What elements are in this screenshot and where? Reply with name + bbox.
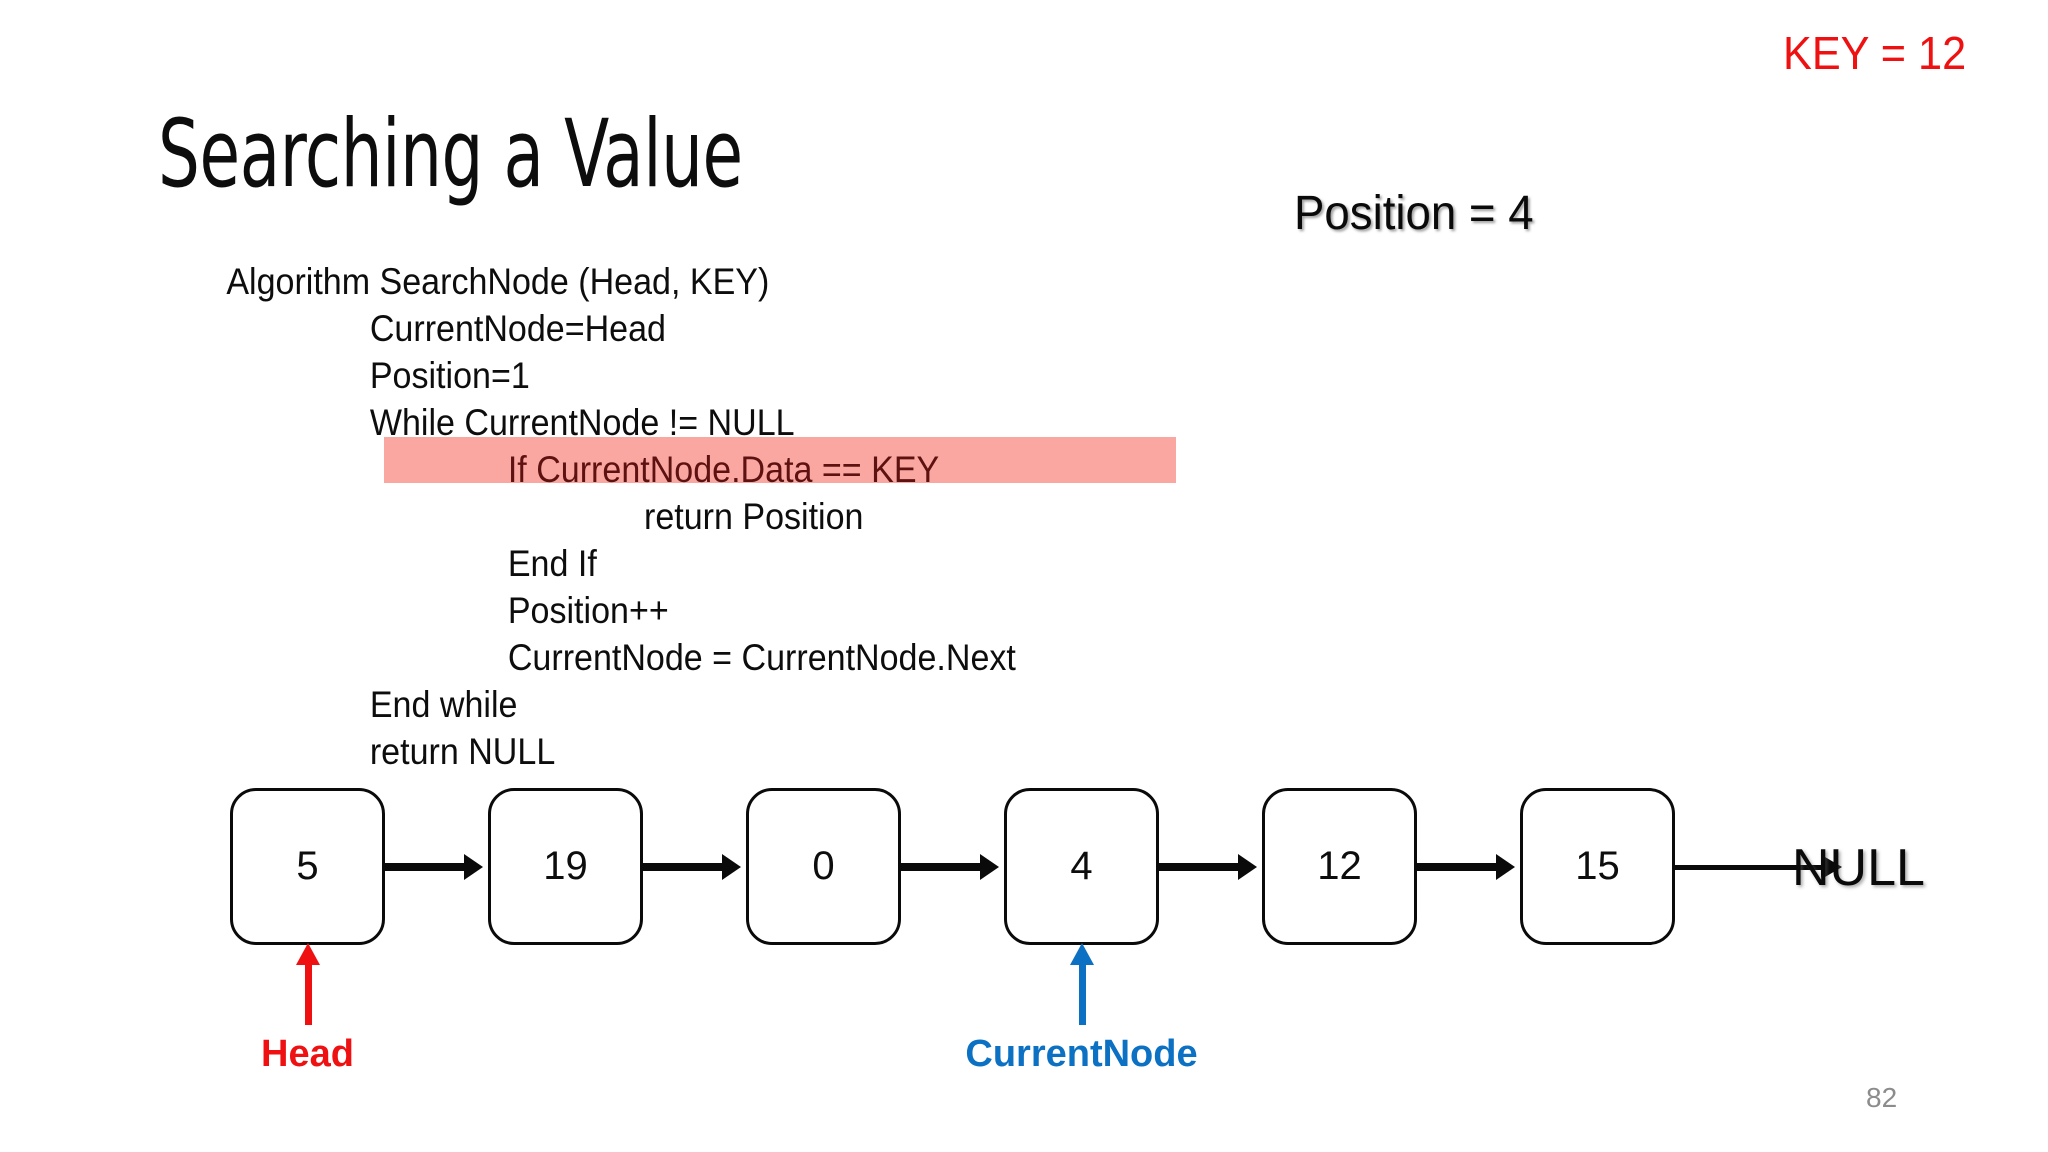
- list-node: 19: [488, 788, 643, 945]
- pseudocode-line: If CurrentNode.Data == KEY: [507, 449, 940, 490]
- list-node: 0: [746, 788, 901, 945]
- null-terminator-label: NULL: [1792, 839, 1925, 897]
- pseudocode-line: CurrentNode=Head: [369, 308, 666, 349]
- list-node-value: 15: [1575, 844, 1620, 888]
- pseudocode-highlight-bar: [384, 437, 1176, 483]
- list-link-arrow: [901, 853, 999, 880]
- list-tail-arrow: [1675, 856, 1842, 877]
- list-node-value: 12: [1317, 844, 1362, 888]
- pseudocode-line: Position++: [507, 590, 669, 631]
- pseudocode-line: Position=1: [369, 355, 530, 396]
- pseudocode-block: Algorithm SearchNode (Head, KEY) CurrentN…: [0, 258, 1300, 775]
- list-node: 4: [1004, 788, 1159, 945]
- page-number: 82: [1866, 1082, 1898, 1113]
- pseudocode-line: End while: [369, 684, 518, 725]
- list-link-arrow: [1159, 853, 1257, 880]
- position-readout: Position = 4: [1294, 187, 1534, 240]
- list-node-value: 4: [1070, 844, 1093, 888]
- list-node: 5: [230, 788, 385, 945]
- pseudocode-line: return Position: [644, 496, 864, 537]
- list-link-arrow: [643, 853, 741, 880]
- pseudocode-line: return NULL: [369, 731, 556, 772]
- key-readout: KEY = 12: [1783, 27, 1967, 79]
- pointer-arrow: [1069, 943, 1094, 1025]
- pseudocode-line: Algorithm SearchNode (Head, KEY): [226, 261, 770, 302]
- pointer-arrow: [295, 943, 320, 1025]
- page-title: Searching a Value: [158, 100, 743, 209]
- list-node-value: 19: [543, 844, 588, 888]
- pointer-label: CurrentNode: [965, 1033, 1198, 1075]
- list-node-value: 0: [812, 844, 835, 888]
- list-node: 15: [1520, 788, 1675, 945]
- pseudocode-line: CurrentNode = CurrentNode.Next: [507, 637, 1016, 678]
- list-node: 12: [1262, 788, 1417, 945]
- pseudocode-line: End If: [507, 543, 597, 584]
- list-node-value: 5: [296, 844, 319, 888]
- pseudocode-line: While CurrentNode != NULL: [369, 402, 795, 443]
- pointer-label: Head: [261, 1033, 354, 1075]
- list-link-arrow: [385, 853, 483, 880]
- list-link-arrow: [1417, 853, 1515, 880]
